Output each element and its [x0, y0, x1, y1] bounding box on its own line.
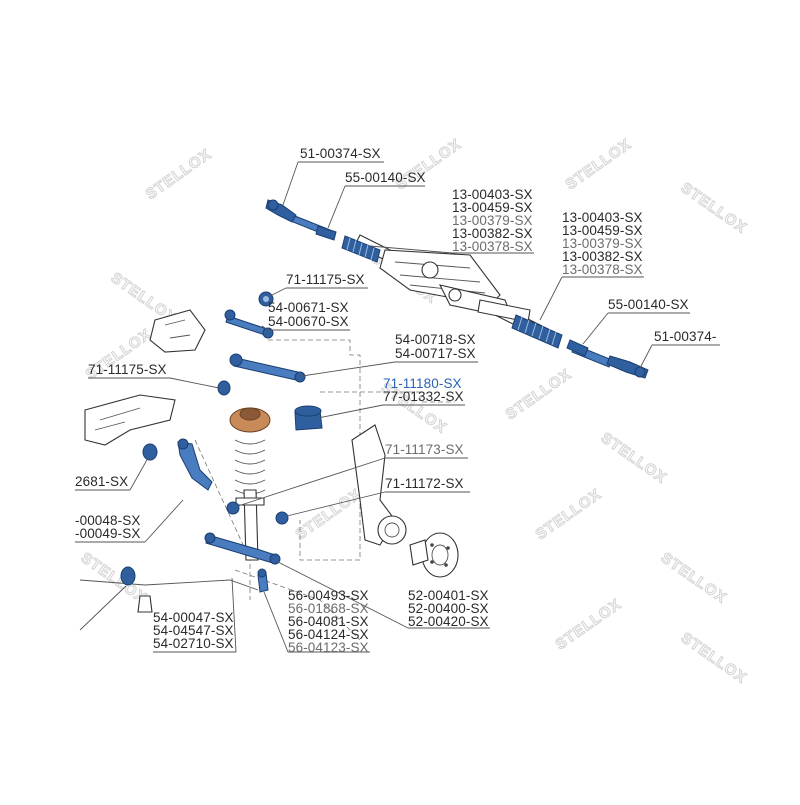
label-link-2681[interactable]: 2681-SX [75, 474, 128, 489]
watermark-text: STELLOX [658, 549, 730, 607]
rack-boot-left [341, 235, 381, 263]
bushing-a [142, 443, 158, 461]
label-hub-401[interactable]: 52-00401-SX [408, 588, 489, 603]
label-boot-right-3[interactable]: 13-00379-SX [562, 236, 643, 251]
steering-rack [354, 234, 561, 346]
label-boot-right-5[interactable]: 13-00378-SX [562, 262, 643, 277]
label-sway-2710[interactable]: 54-02710-SX [153, 636, 234, 651]
label-hub-400[interactable]: 52-00400-SX [408, 601, 489, 616]
label-shock-4124[interactable]: 56-04124-SX [288, 627, 369, 642]
watermark-text: STELLOX [678, 179, 750, 237]
coil-spring [234, 439, 266, 561]
watermark-text: STELLOX [293, 486, 365, 544]
watermark-text: STELLOX [553, 596, 625, 654]
tie-rod-left [265, 199, 337, 241]
lower-upper-arm [229, 353, 306, 383]
label-tie-rod-end-right[interactable]: 51-00374- [654, 329, 716, 344]
upper-mount-bracket [149, 309, 206, 353]
label-sway-4547[interactable]: 54-04547-SX [153, 623, 234, 638]
label-boot-left-3[interactable]: 13-00379-SX [452, 213, 533, 228]
bushing-173 [226, 501, 240, 515]
label-tie-rod-right[interactable]: 55-00140-SX [608, 297, 689, 312]
label-boot-right-2[interactable]: 13-00459-SX [562, 223, 643, 238]
label-bump-stop[interactable]: 77-01332-SX [383, 389, 464, 404]
label-shock-1868[interactable]: 56-01868-SX [288, 601, 369, 616]
sway-bar [79, 566, 259, 613]
left-bushing [217, 380, 231, 396]
knuckle [351, 424, 407, 546]
watermark-text: STELLOX [598, 429, 670, 487]
label-bushing-upper[interactable]: 71-11175-SX [286, 272, 365, 287]
label-bushing-173[interactable]: 71-11173-SX [385, 442, 464, 457]
label-arm-049[interactable]: -00049-SX [75, 526, 140, 541]
subframe [84, 394, 176, 446]
leader-lines [75, 161, 720, 653]
label-boot-left-1[interactable]: 13-00403-SX [452, 187, 533, 202]
label-bushing-172[interactable]: 71-11172-SX [385, 476, 464, 491]
label-upper-arm-2[interactable]: 54-00670-SX [268, 314, 349, 329]
label-bushing-left[interactable]: 71-11175-SX [88, 362, 167, 377]
label-tie-rod-left[interactable]: 55-00140-SX [345, 170, 426, 185]
label-boot-left-2[interactable]: 13-00459-SX [452, 200, 533, 215]
label-hub-420[interactable]: 52-00420-SX [408, 614, 489, 629]
watermark-text: STELLOX [78, 549, 150, 607]
strut-mount [229, 407, 271, 433]
label-shock-4081[interactable]: 56-04081-SX [288, 614, 369, 629]
label-boot-right-4[interactable]: 13-00382-SX [562, 249, 643, 264]
front-lower-arm [177, 438, 213, 491]
watermark-text: STELLOX [563, 136, 635, 194]
label-arm-048[interactable]: -00048-SX [75, 513, 140, 528]
lower-arm [204, 532, 281, 565]
label-boot-left-4[interactable]: 13-00382-SX [452, 226, 533, 241]
wheel-hub [409, 532, 459, 578]
part-labels: 51-00374-SX 55-00140-SX 13-00403-SX 13-0… [75, 146, 716, 655]
label-strut-mount[interactable]: 71-11180-SX [383, 376, 462, 391]
label-sway-047[interactable]: 54-00047-SX [153, 610, 234, 625]
label-arm-718[interactable]: 54-00718-SX [395, 332, 476, 347]
label-boot-right-1[interactable]: 13-00403-SX [562, 210, 643, 225]
label-shock-493[interactable]: 56-00493-SX [288, 588, 369, 603]
rack-boot-right [511, 314, 563, 349]
bump-stop [294, 405, 323, 431]
watermark-text: STELLOX [143, 146, 215, 204]
watermark-text: STELLOX [678, 629, 750, 687]
sway-bar-link [257, 568, 269, 593]
tie-rod-right [566, 339, 649, 379]
upper-bushing [258, 291, 274, 307]
label-tie-rod-end-left[interactable]: 51-00374-SX [300, 146, 381, 161]
watermark-text: STELLOX [533, 486, 605, 544]
label-boot-left-5[interactable]: 13-00378-SX [452, 239, 533, 254]
watermark-text: STELLOX [503, 366, 575, 424]
label-arm-717[interactable]: 54-00717-SX [395, 346, 476, 361]
label-shock-4123[interactable]: 56-04123-SX [288, 640, 369, 655]
bushing-172 [275, 511, 289, 525]
label-upper-arm-1[interactable]: 54-00671-SX [268, 300, 349, 315]
upper-arm [224, 309, 274, 339]
